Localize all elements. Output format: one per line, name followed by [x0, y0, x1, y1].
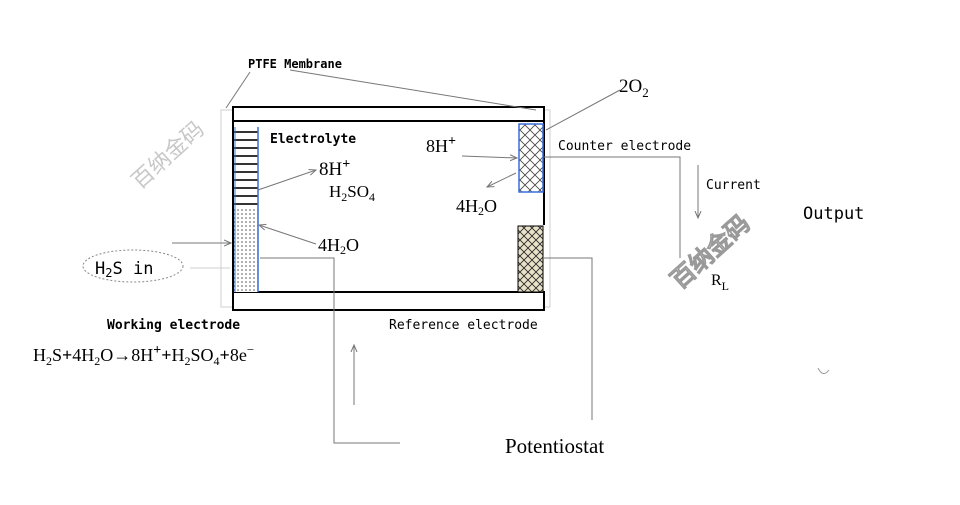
h-plus-arrow-right: [461, 156, 517, 158]
h2s-in-label: H2S in: [95, 259, 153, 280]
counter-wire: [544, 156, 681, 258]
ptfe-leader-right: [289, 69, 537, 111]
reference-wire: [543, 257, 593, 420]
working-electrode-bottom: [234, 209, 258, 292]
h-plus-right-label: 8H+: [426, 134, 456, 156]
current-label: Current: [706, 178, 761, 193]
reference-electrode-label: Reference electrode: [389, 318, 538, 333]
rl-label: RL: [711, 272, 729, 293]
h2s-in-ellipse: [82, 249, 184, 283]
reference-electrode: [517, 225, 544, 293]
working-electrode-label: Working electrode: [107, 318, 240, 333]
water-right-label: 4H2O: [456, 196, 497, 218]
o2-label: 2O2: [619, 76, 649, 100]
water-left-label: 4H2O: [318, 235, 359, 257]
electrolyte-label: Electrolyte: [270, 132, 356, 147]
counter-electrode-label: Counter electrode: [558, 139, 691, 154]
h2so4-label: H2SO4: [329, 182, 375, 204]
output-label: Output: [803, 204, 864, 224]
bottom-plate: [232, 291, 545, 311]
potentiostat-label: Potentiostat: [505, 434, 604, 458]
water-arrow-left: [259, 225, 317, 245]
o2-leader: [545, 89, 621, 131]
water-arrow-right: [487, 172, 517, 187]
h-plus-left-label: 8H+: [319, 157, 350, 180]
ptfe-leader-left: [225, 71, 251, 109]
h-plus-arrow-left: [257, 170, 316, 191]
small-mark: [817, 367, 830, 374]
ptfe-membrane-label: PTFE Membrane: [248, 57, 342, 71]
working-wire: [260, 257, 400, 444]
reaction-equation: H2S+4H2O→8H++H2SO4+8e−: [33, 342, 254, 368]
working-electrode-top: [234, 127, 258, 209]
counter-electrode: [518, 123, 544, 193]
watermark-left: 百纳金码: [127, 117, 209, 194]
top-plate: [232, 106, 545, 122]
